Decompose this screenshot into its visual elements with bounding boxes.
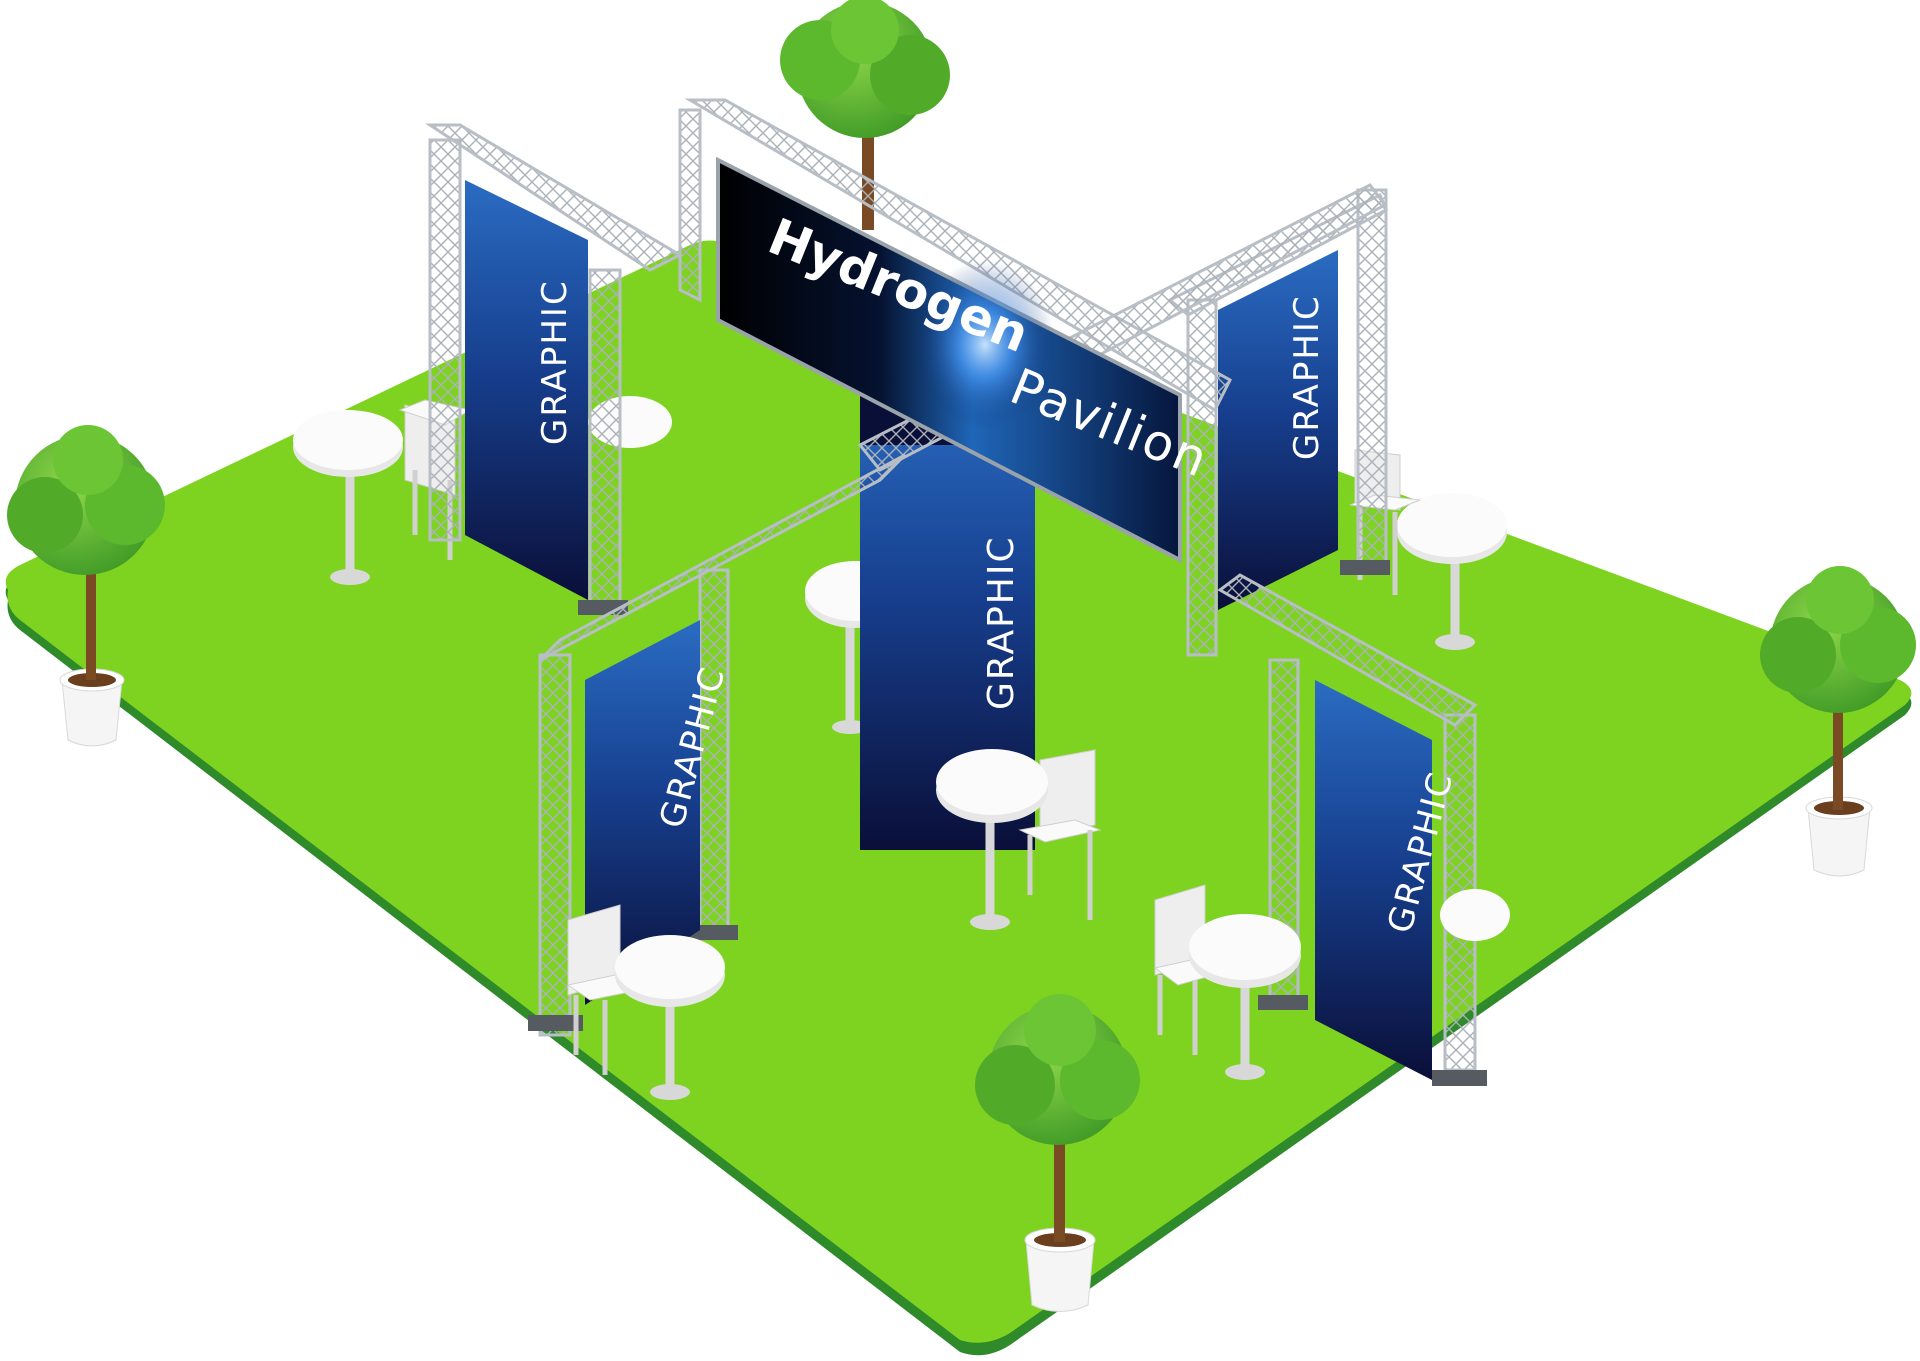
chair-center [1018, 749, 1102, 920]
banner-center-label: GRAPHIC [981, 535, 1022, 710]
table-front-right [1189, 914, 1301, 1080]
banner-back-right: GRAPHIC [1218, 250, 1338, 610]
tree-left [7, 425, 165, 747]
tree-front-center [975, 994, 1140, 1312]
tree-back-center [780, 0, 950, 230]
table-back-left [293, 410, 403, 585]
banner-back-left: GRAPHIC [465, 180, 588, 600]
tree-right [1760, 566, 1916, 877]
table-front-left [615, 935, 725, 1100]
truss-gate-front-left [528, 453, 907, 1037]
table-right-edge [1440, 889, 1510, 941]
banner-back-left-label: GRAPHIC [535, 279, 575, 445]
chair-front-left [566, 904, 642, 1075]
truss-gate-back-left [424, 123, 684, 615]
banner-back-right-label: GRAPHIC [1287, 294, 1327, 460]
table-back-right [1397, 493, 1507, 650]
table-front-center [936, 749, 1048, 930]
